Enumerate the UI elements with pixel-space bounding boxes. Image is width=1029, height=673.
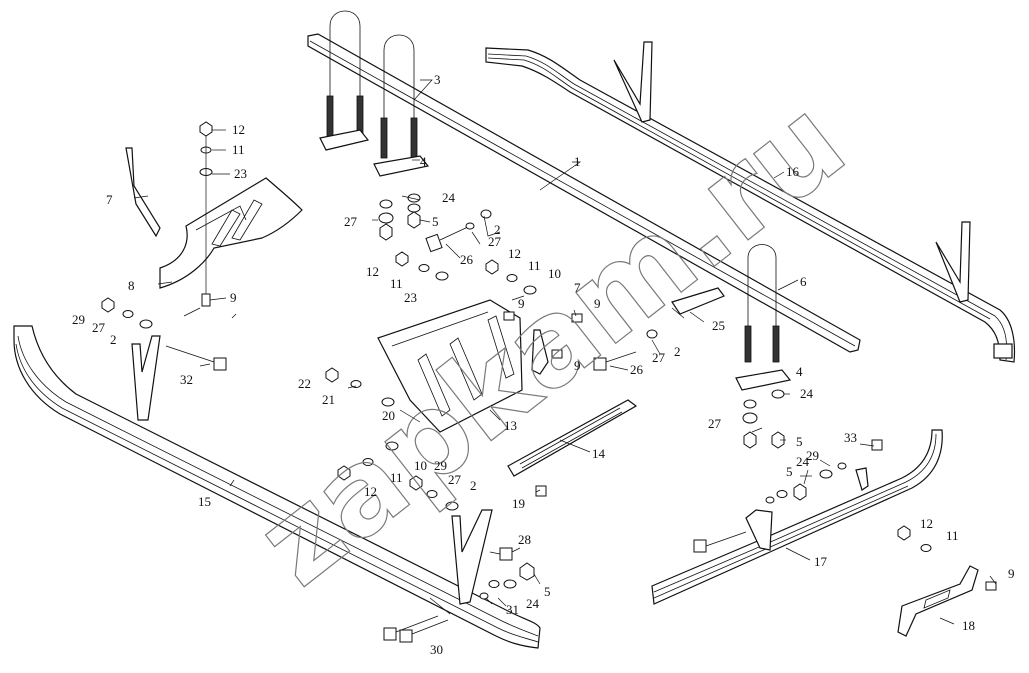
fasteners	[101, 121, 997, 643]
callout-11: 11	[390, 470, 403, 485]
callout-5: 5	[796, 434, 803, 449]
callout-19: 19	[512, 496, 525, 511]
callout-4: 4	[420, 154, 427, 169]
callout-2: 2	[494, 222, 501, 237]
part-1-flat-bar	[307, 33, 861, 353]
callout-28: 28	[518, 532, 531, 547]
callout-12: 12	[508, 246, 521, 261]
callout-15: 15	[198, 494, 211, 509]
callout-labels: 1 2 2 2 2 3 4 4 5 5 5 5 6 7 7 8 9 9 9 9 …	[72, 72, 1015, 657]
callout-2: 2	[110, 332, 117, 347]
callout-8: 8	[128, 278, 135, 293]
callout-11: 11	[232, 142, 245, 157]
callout-16: 16	[786, 164, 800, 179]
part-14-slotted-strip	[507, 399, 638, 477]
callout-1: 1	[574, 154, 581, 169]
callout-7: 7	[106, 192, 113, 207]
callout-11: 11	[528, 258, 541, 273]
callout-24: 24	[800, 386, 814, 401]
part-3-u-bolts	[319, 10, 430, 177]
callout-12: 12	[232, 122, 245, 137]
callout-24: 24	[796, 454, 810, 469]
callout-30: 30	[430, 642, 443, 657]
callout-21: 21	[322, 392, 335, 407]
callout-5: 5	[432, 214, 439, 229]
callout-25: 25	[712, 318, 725, 333]
callout-24: 24	[526, 596, 540, 611]
callout-5: 5	[786, 464, 793, 479]
callout-2: 2	[470, 478, 477, 493]
callout-5: 5	[544, 584, 551, 599]
leader-lines	[133, 79, 997, 625]
callout-9: 9	[518, 296, 525, 311]
callout-12: 12	[920, 516, 933, 531]
callout-32: 32	[180, 372, 193, 387]
part-18-bracket	[897, 565, 979, 637]
callout-23: 23	[404, 290, 417, 305]
part-25-angle	[671, 287, 725, 315]
callout-27: 27	[652, 350, 666, 365]
callout-27: 27	[344, 214, 358, 229]
part-17-rail	[651, 429, 943, 605]
callout-9: 9	[574, 358, 581, 373]
callout-14: 14	[592, 446, 606, 461]
callout-7: 7	[574, 280, 581, 295]
callout-22: 22	[298, 376, 311, 391]
callout-29: 29	[434, 458, 447, 473]
part-15-long-rail	[13, 325, 541, 649]
callout-33: 33	[844, 430, 857, 445]
callout-27: 27	[92, 320, 106, 335]
callout-2: 2	[674, 344, 681, 359]
callout-11: 11	[946, 528, 959, 543]
callout-9: 9	[594, 296, 601, 311]
callout-13: 13	[504, 418, 517, 433]
part-8-shield	[159, 177, 303, 289]
part-6-u-bolt	[735, 244, 792, 391]
callout-9: 9	[230, 290, 237, 305]
callout-27: 27	[448, 472, 462, 487]
part-7-brackets	[125, 147, 549, 375]
callout-29: 29	[806, 448, 819, 463]
callout-12: 12	[364, 484, 377, 499]
callout-24: 24	[442, 190, 456, 205]
callout-17: 17	[814, 554, 828, 569]
callout-12: 12	[366, 264, 379, 279]
callout-23: 23	[234, 166, 247, 181]
callout-3: 3	[434, 72, 441, 87]
callout-26: 26	[630, 362, 644, 377]
part-13-slotted-plate	[377, 299, 523, 433]
callout-27: 27	[488, 234, 502, 249]
callout-20: 20	[382, 408, 395, 423]
callout-18: 18	[962, 618, 975, 633]
callout-10: 10	[414, 458, 427, 473]
callout-10: 10	[548, 266, 561, 281]
callout-11: 11	[390, 276, 403, 291]
callout-6: 6	[800, 274, 807, 289]
callout-27: 27	[708, 416, 722, 431]
callout-31: 31	[506, 602, 519, 617]
callout-26: 26	[460, 252, 474, 267]
callout-9: 9	[1008, 566, 1015, 581]
callout-29: 29	[72, 312, 85, 327]
part-16-long-rail	[485, 41, 1016, 363]
callout-4: 4	[796, 364, 803, 379]
